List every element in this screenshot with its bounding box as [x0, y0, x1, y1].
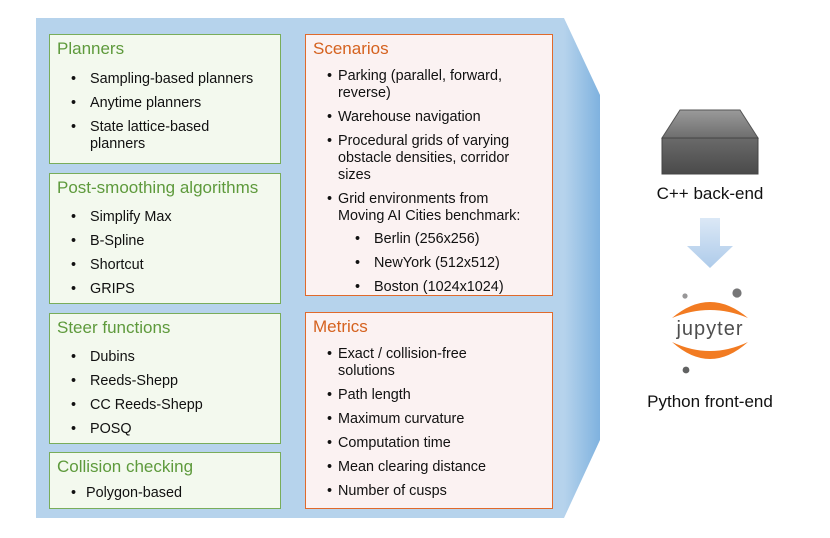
- sub-list-item: NewYork (512x512): [338, 255, 538, 272]
- list-item: Polygon-based: [50, 485, 182, 502]
- metrics-panel: Metrics Exact / collision-free solutions…: [305, 312, 553, 509]
- collision-checking-title: Collision checking: [57, 457, 194, 476]
- list-item-text: Grid environments from Moving AI Cities …: [338, 191, 521, 224]
- sub-list-item: Berlin (256x256): [338, 231, 538, 248]
- scenarios-panel: Scenarios Parking (parallel, forward, re…: [305, 34, 553, 296]
- backend-label: C++ back-end: [656, 184, 764, 203]
- scenarios-title: Scenarios: [313, 39, 389, 58]
- steer-functions-title: Steer functions: [57, 318, 171, 337]
- post-smoothing-panel: Post-smoothing algorithms Simplify Max B…: [49, 173, 281, 304]
- list-item: Grid environments from Moving AI Cities …: [306, 191, 538, 296]
- list-item: Procedural grids of varying obstacle den…: [306, 133, 523, 184]
- list-item: Warehouse navigation: [306, 109, 546, 126]
- list-item: Number of cusps: [306, 483, 508, 500]
- city-sublist: Berlin (256x256) NewYork (512x512) Bosto…: [338, 231, 538, 296]
- metrics-title: Metrics: [313, 317, 368, 336]
- sub-list-item: Boston (1024x1024): [338, 279, 538, 296]
- list-item: Path length: [306, 387, 508, 404]
- list-item: Mean clearing distance: [306, 459, 508, 476]
- list-item: Computation time: [306, 435, 508, 452]
- list-item: Maximum curvature: [306, 411, 508, 428]
- list-item: Shortcut: [50, 257, 172, 274]
- collision-checking-panel: Collision checking Polygon-based: [49, 452, 281, 509]
- steer-functions-panel: Steer functions Dubins Reeds-Shepp CC Re…: [49, 313, 281, 444]
- list-item: Anytime planners: [50, 95, 260, 112]
- list-item: Dubins: [50, 349, 203, 366]
- jupyter-logo-icon: [672, 288, 748, 374]
- list-item: Simplify Max: [50, 209, 172, 226]
- list-item: CC Reeds-Shepp: [50, 397, 203, 414]
- planners-title: Planners: [57, 39, 125, 58]
- list-item: Sampling-based planners: [50, 71, 260, 88]
- frontend-label: Python front-end: [647, 392, 773, 411]
- list-item: GRIPS: [50, 281, 172, 298]
- list-item: Reeds-Shepp: [50, 373, 203, 390]
- list-item: Parking (parallel, forward, reverse): [306, 68, 528, 102]
- list-item: State lattice-based planners: [50, 119, 260, 153]
- list-item: B-Spline: [50, 233, 172, 250]
- post-smoothing-title: Post-smoothing algorithms: [57, 178, 259, 197]
- list-item: Exact / collision-free solutions: [306, 346, 508, 380]
- list-item: POSQ: [50, 421, 203, 438]
- planners-panel: Planners Sampling-based planners Anytime…: [49, 34, 281, 164]
- jupyter-logo-text: jupyter: [676, 318, 744, 340]
- server-box-icon: [661, 109, 759, 175]
- box-side: [564, 18, 600, 518]
- down-arrow-icon: [687, 218, 733, 268]
